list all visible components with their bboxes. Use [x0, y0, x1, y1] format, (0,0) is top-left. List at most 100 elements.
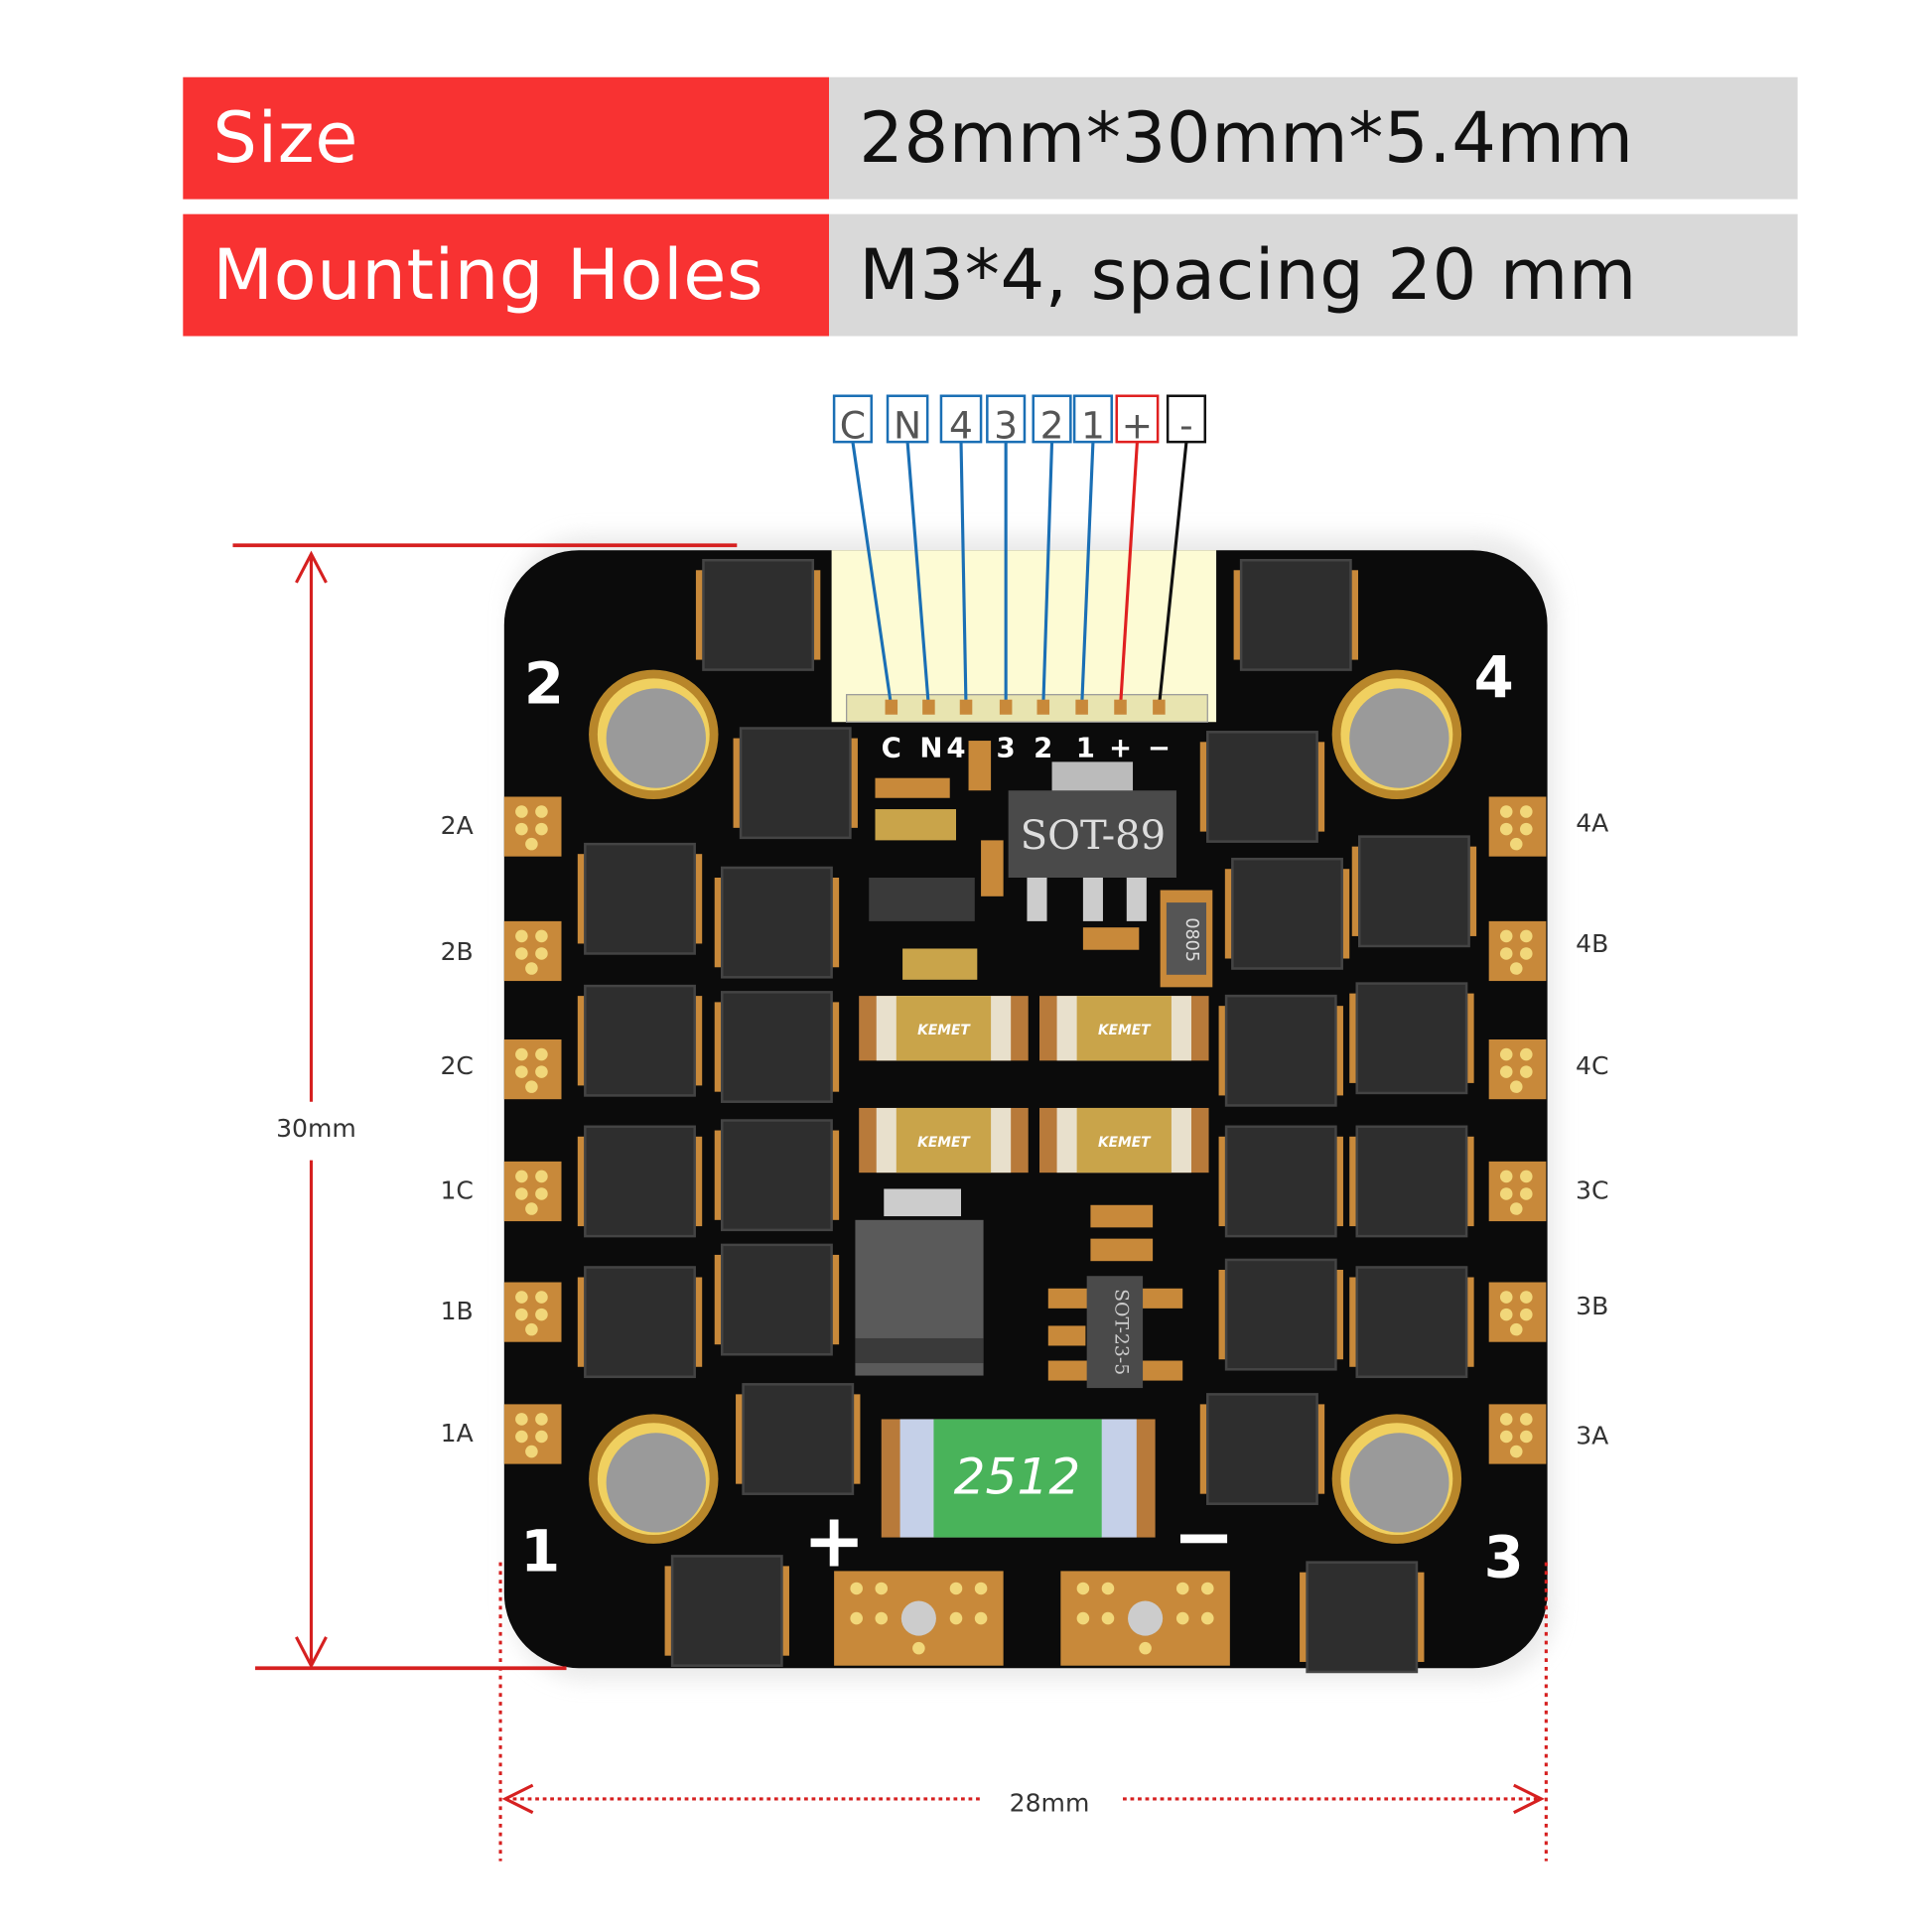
label-box-border [1072, 394, 1113, 444]
capacitor-label: KEMET [917, 1135, 971, 1151]
pad-via [535, 805, 548, 818]
hole-center [606, 688, 706, 788]
chip-body [1224, 1125, 1337, 1238]
hole-center [1349, 688, 1449, 788]
connector-label: 3 [994, 403, 1018, 447]
pad-via [1139, 1641, 1152, 1655]
mounting-hole [1331, 1414, 1462, 1544]
pad-label-4c: 4C [1576, 1051, 1608, 1080]
chip-body [584, 1266, 696, 1379]
pad-via [525, 962, 538, 975]
capacitor-body [896, 1107, 992, 1173]
silkscreen-pin-label: − [1148, 731, 1171, 763]
wire-2 [959, 442, 968, 708]
connector-pin [922, 699, 935, 715]
pad-via [1520, 1065, 1533, 1078]
pad-via [1509, 962, 1523, 975]
pad-label-1b: 1B [441, 1297, 474, 1325]
arrow-up-icon [295, 550, 328, 584]
pad-via [535, 822, 548, 836]
connector-label-box: - [1166, 394, 1207, 447]
pad-via [1509, 837, 1523, 851]
pad-via [1520, 947, 1533, 960]
arrow-left-icon [501, 1783, 534, 1815]
pad-via [1499, 822, 1513, 836]
pad-via [1499, 805, 1513, 818]
mosfet-chip [1199, 731, 1325, 843]
sot89-tab [1051, 761, 1134, 793]
diode-band [855, 1337, 984, 1364]
mosfet-chip [1218, 1258, 1343, 1371]
pad-via [525, 1322, 538, 1336]
connector-label: C [840, 403, 866, 447]
wire-6 [1118, 442, 1140, 708]
chip-body [1306, 1561, 1419, 1674]
motor-pad-right [1488, 1282, 1547, 1342]
silkscreen-pin-label: 2 [1034, 731, 1052, 763]
silkscreen-pin-label: 4 [946, 731, 965, 763]
motor-pad-left [503, 1161, 562, 1222]
smd-part [902, 948, 978, 980]
pad-via [1509, 1202, 1523, 1215]
battery-pad-hole [1128, 1600, 1164, 1636]
motor-pad-right [1488, 920, 1547, 982]
sot23-5-package [1086, 1276, 1144, 1389]
arrow-right-icon [1513, 1783, 1545, 1815]
mosfet-chip [714, 1243, 840, 1356]
pad-via [949, 1611, 963, 1625]
height-dimension: 30mm [232, 543, 738, 1671]
chip-body [721, 991, 833, 1103]
connector-pin [959, 699, 973, 715]
sot23-5-label: SOT-23-5 [1110, 1289, 1131, 1375]
pad-via [1499, 1170, 1513, 1183]
pad-via [515, 1308, 528, 1321]
pad-via [535, 1065, 548, 1078]
pad-via [875, 1582, 889, 1595]
pad-via [535, 1308, 548, 1321]
mosfet-chip [1218, 1125, 1343, 1238]
pad-label-4b: 4B [1576, 929, 1608, 958]
connector-label: N [894, 403, 921, 447]
pad-via [535, 1170, 548, 1183]
motor-pad-left [503, 796, 562, 857]
mosfet-chip [1199, 1393, 1325, 1505]
pad-via [1499, 929, 1513, 943]
connector-label-box: 4 [939, 394, 983, 447]
smd-part [869, 877, 975, 921]
pad-label-2b: 2B [441, 937, 474, 966]
chip-body [1355, 982, 1468, 1095]
mosfet-chip [1300, 1561, 1425, 1674]
label-box-border [832, 394, 873, 444]
pad-via [1101, 1582, 1115, 1595]
kemet-capacitor: KEMET [859, 996, 1029, 1061]
silkscreen-pin-label: 3 [997, 731, 1016, 763]
pad-via [949, 1582, 963, 1595]
pad-via [515, 1170, 528, 1183]
capacitor-label: KEMET [1098, 1135, 1152, 1151]
pad-via [974, 1582, 988, 1595]
pad-via [1499, 1065, 1513, 1078]
chip-body [1206, 731, 1318, 843]
chip-body [584, 842, 696, 955]
wire-5 [1080, 442, 1095, 708]
pad-via [535, 1047, 548, 1061]
pad-via [1175, 1611, 1189, 1625]
chip-body [1206, 1393, 1318, 1505]
connector-label: 4 [949, 403, 973, 447]
pad-via [535, 1430, 548, 1444]
connector-pin [885, 699, 898, 715]
pad-via [515, 822, 528, 836]
motor-pad-left [503, 920, 562, 982]
chip-body [739, 727, 852, 840]
spec-value-mounting-holes: M3*4, spacing 20 mm [829, 213, 1798, 337]
label-box-border [1115, 394, 1160, 444]
motor-pad-right [1488, 1161, 1547, 1222]
corner-number-1: 1 [520, 1517, 560, 1585]
pad-via [1520, 1308, 1533, 1321]
pad-via [1101, 1611, 1115, 1625]
connector-pin [1153, 699, 1166, 715]
pad-label-4a: 4A [1576, 809, 1608, 838]
chip-body [702, 559, 815, 671]
corner-number-2: 2 [524, 649, 564, 717]
